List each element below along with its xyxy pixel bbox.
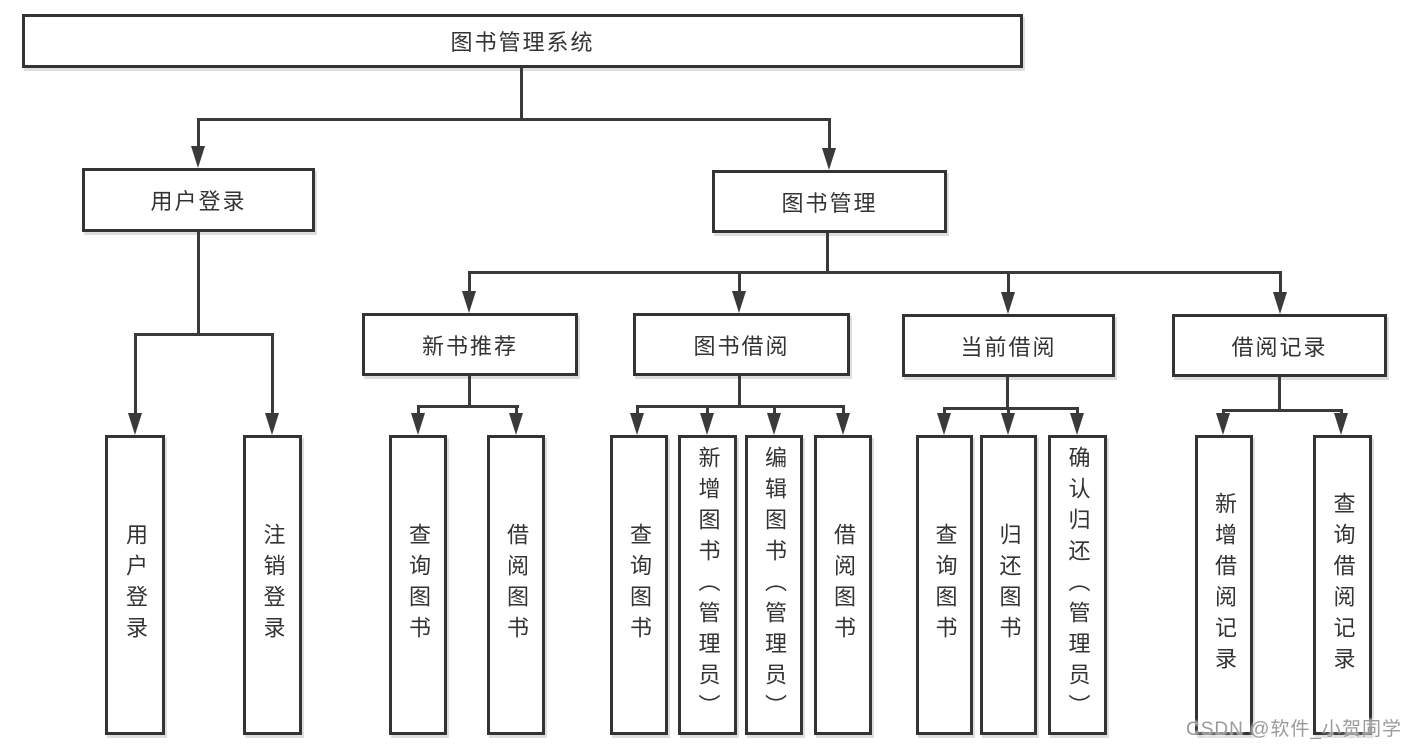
connector-line <box>271 333 274 413</box>
arrow-down-icon <box>700 413 714 435</box>
leaf-query-book-current-label: 查询图书 <box>932 523 958 647</box>
csdn-watermark: CSDN @软件_小贺同学 <box>1186 719 1402 740</box>
connector-line <box>197 232 200 336</box>
arrow-down-icon <box>1334 413 1348 435</box>
leaf-logout-label: 注销登录 <box>260 523 286 647</box>
leaf-user-login: 用户登录 <box>105 435 165 735</box>
connector-line <box>468 271 471 291</box>
connector-line <box>738 271 741 291</box>
connector-line <box>1340 409 1343 415</box>
arrow-down-icon <box>1273 292 1287 314</box>
connector-line <box>520 68 523 121</box>
leaf-borrow-book-recommend-label: 借阅图书 <box>504 523 529 647</box>
leaf-add-book-admin: 新增图书（管理员） <box>678 435 737 735</box>
node-current-borrow: 当前借阅 <box>902 314 1115 377</box>
connector-line <box>842 405 845 415</box>
leaf-query-book-current: 查询图书 <box>916 435 973 735</box>
connector-line <box>826 233 829 274</box>
leaf-return-book: 归还图书 <box>980 435 1037 735</box>
arrow-down-icon <box>937 413 951 435</box>
node-root-label: 图书管理系统 <box>450 30 595 55</box>
arrow-down-icon <box>411 413 425 435</box>
leaf-borrow-book-label: 借阅图书 <box>831 523 856 647</box>
connector-line <box>636 405 639 415</box>
node-user-login: 用户登录 <box>82 168 315 232</box>
arrow-down-icon <box>630 413 644 435</box>
connector-line <box>1007 407 1010 415</box>
node-book-management-label: 图书管理 <box>781 190 878 216</box>
arrow-down-icon <box>732 291 746 313</box>
connector-line <box>738 376 741 408</box>
leaf-user-login-label: 用户登录 <box>123 523 148 647</box>
node-new-book-recommend-label: 新书推荐 <box>421 333 518 359</box>
connector-line <box>1007 271 1010 292</box>
connector-line <box>943 407 1079 410</box>
node-user-login-label: 用户登录 <box>150 189 247 214</box>
connector-line <box>773 405 776 415</box>
arrow-down-icon <box>1001 413 1015 435</box>
connector-line <box>1006 377 1009 410</box>
connector-line <box>1222 409 1225 415</box>
connector-line <box>515 405 518 415</box>
connector-line <box>417 405 420 415</box>
node-borrow-records-label: 借阅记录 <box>1231 334 1328 360</box>
arrow-down-icon <box>462 291 476 313</box>
node-book-borrow-label: 图书借阅 <box>693 333 790 359</box>
leaf-logout: 注销登录 <box>243 435 302 735</box>
leaf-add-borrow-record-label: 新增借阅记录 <box>1212 492 1237 678</box>
leaf-add-book-admin-label: 新增图书（管理员） <box>695 445 721 725</box>
arrow-down-icon <box>191 146 205 168</box>
node-book-borrow: 图书借阅 <box>633 313 850 376</box>
leaf-query-borrow-record: 查询借阅记录 <box>1313 435 1372 735</box>
leaf-query-borrow-record-label: 查询借阅记录 <box>1330 492 1356 678</box>
leaf-query-book-recommend-label: 查询图书 <box>406 523 431 647</box>
node-current-borrow-label: 当前借阅 <box>960 334 1057 360</box>
connector-line <box>943 407 946 415</box>
leaf-return-book-label: 归还图书 <box>996 523 1022 647</box>
arrow-down-icon <box>767 413 781 435</box>
connector-line <box>468 376 471 408</box>
connector-line <box>197 118 831 121</box>
arrow-down-icon <box>836 413 850 435</box>
arrow-down-icon <box>509 413 523 435</box>
arrow-down-icon <box>265 413 279 435</box>
connector-line <box>1222 409 1343 412</box>
leaf-add-borrow-record: 新增借阅记录 <box>1195 435 1253 735</box>
leaf-query-book-recommend: 查询图书 <box>389 435 447 735</box>
connector-line <box>1076 407 1079 415</box>
node-book-management: 图书管理 <box>712 170 947 233</box>
leaf-confirm-return-admin-label: 确认归还（管理员） <box>1065 445 1091 725</box>
connector-line <box>197 118 200 146</box>
leaf-query-book-borrow: 查询图书 <box>610 435 668 735</box>
arrow-down-icon <box>1001 292 1015 314</box>
leaf-confirm-return-admin: 确认归还（管理员） <box>1048 435 1107 735</box>
connector-line <box>636 405 845 408</box>
arrow-down-icon <box>822 148 836 170</box>
node-new-book-recommend: 新书推荐 <box>362 313 578 376</box>
connector-line <box>468 271 1282 274</box>
arrow-down-icon <box>1070 413 1084 435</box>
connector-line <box>1278 377 1281 412</box>
connector-line <box>134 333 137 413</box>
arrow-down-icon <box>1216 413 1230 435</box>
node-borrow-records: 借阅记录 <box>1172 314 1387 377</box>
leaf-query-book-borrow-label: 查询图书 <box>627 523 652 647</box>
leaf-edit-book-admin: 编辑图书（管理员） <box>745 435 803 735</box>
connector-line <box>828 118 831 148</box>
arrow-down-icon <box>128 413 142 435</box>
connector-line <box>417 405 519 408</box>
connector-line <box>134 333 274 336</box>
node-root: 图书管理系统 <box>22 14 1023 68</box>
connector-line <box>1279 271 1282 292</box>
leaf-edit-book-admin-label: 编辑图书（管理员） <box>762 445 787 725</box>
connector-line <box>706 405 709 415</box>
leaf-borrow-book-recommend: 借阅图书 <box>487 435 545 735</box>
leaf-borrow-book: 借阅图书 <box>814 435 872 735</box>
